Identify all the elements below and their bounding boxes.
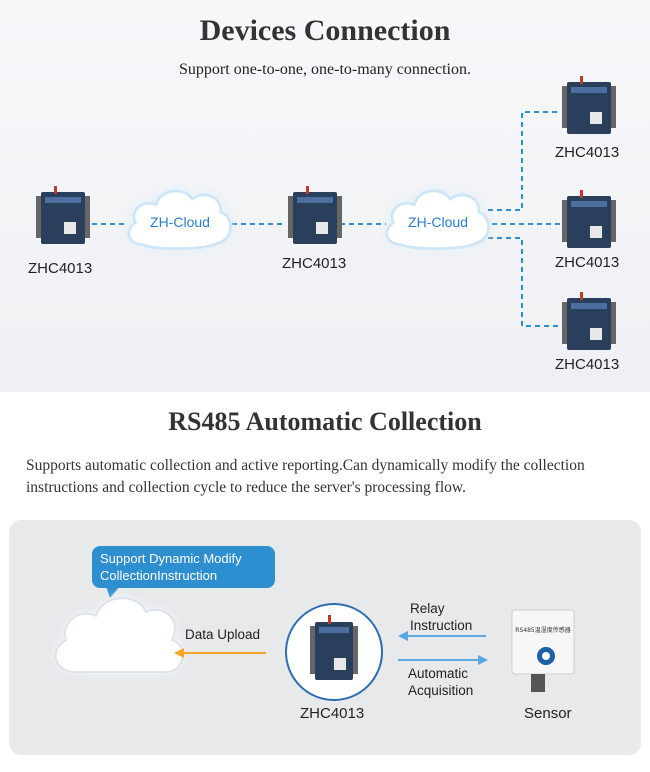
collection-device bbox=[310, 615, 358, 680]
relay-instruction-label: Relay Instruction bbox=[410, 601, 473, 633]
sensor-tag: RS485温湿度传感器 bbox=[515, 626, 570, 634]
device-right-1 bbox=[562, 76, 616, 134]
data-upload-arrowhead bbox=[174, 648, 184, 658]
connection-diagram: ZH-Cloud ZH-Cloud bbox=[36, 76, 616, 350]
section-subtitle: Support one-to-one, one-to-many connecti… bbox=[179, 61, 471, 78]
sensor-device bbox=[511, 609, 575, 692]
section-title: Devices Connection bbox=[199, 14, 451, 47]
upload-cloud bbox=[54, 597, 184, 674]
device-label-right-3: ZHC4013 bbox=[555, 356, 620, 373]
rs485-description: Supports automatic collection and active… bbox=[26, 457, 585, 496]
bubble-tail bbox=[106, 586, 120, 598]
dynamic-modify-bubble: Support Dynamic Modify CollectionInstruc… bbox=[92, 546, 275, 588]
device-right-3 bbox=[562, 292, 616, 350]
device-label-right-1: ZHC4013 bbox=[555, 144, 620, 161]
devices-connection-section: Devices Connection Support one-to-one, o… bbox=[0, 0, 650, 392]
device-left bbox=[36, 186, 90, 244]
device-center bbox=[288, 186, 342, 244]
device-label-right-2: ZHC4013 bbox=[555, 254, 620, 271]
cloud-label-2: ZH-Cloud bbox=[408, 214, 468, 230]
connection-lines bbox=[92, 111, 560, 327]
cloud-label-1: ZH-Cloud bbox=[150, 214, 210, 230]
sensor-label: Sensor bbox=[524, 705, 572, 722]
collection-device-label: ZHC4013 bbox=[300, 705, 365, 722]
device-right-2 bbox=[562, 190, 616, 248]
automatic-acquisition-label: Automatic Acquisition bbox=[408, 666, 474, 698]
device-label-left: ZHC4013 bbox=[28, 260, 93, 277]
device-label-center: ZHC4013 bbox=[282, 255, 347, 272]
rs485-title: RS485 Automatic Collection bbox=[168, 407, 482, 436]
data-upload-label: Data Upload bbox=[185, 627, 261, 642]
